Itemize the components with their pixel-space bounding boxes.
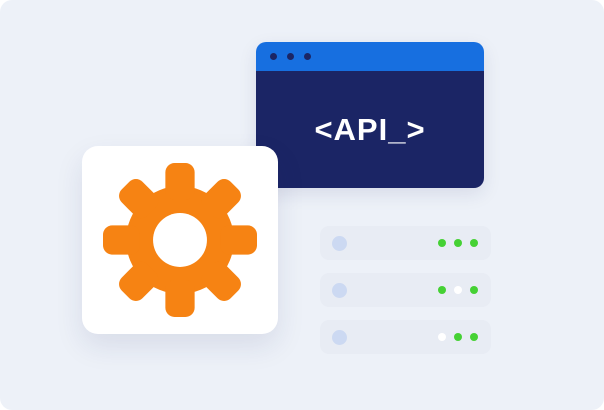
server-port-icon [332, 282, 347, 298]
led-green-icon [470, 333, 478, 341]
led-green-icon [454, 239, 462, 247]
server-port-icon [332, 329, 347, 345]
led-group [438, 286, 478, 294]
led-group [438, 333, 478, 341]
server-stack [320, 226, 491, 354]
led-group [438, 239, 478, 247]
led-green-icon [470, 239, 478, 247]
window-control-dot [270, 53, 277, 60]
gear-icon [103, 163, 257, 317]
led-white-icon [454, 286, 462, 294]
led-green-icon [454, 333, 462, 341]
api-title: <API_> [314, 111, 426, 147]
browser-body: <API_> [256, 71, 484, 188]
gear-card [82, 146, 278, 334]
led-green-icon [438, 286, 446, 294]
server-port-icon [332, 235, 347, 251]
browser-titlebar [256, 42, 484, 71]
server-row [320, 320, 491, 354]
led-green-icon [438, 239, 446, 247]
led-white-icon [438, 333, 446, 341]
browser-window: <API_> [256, 42, 484, 188]
window-control-dot [287, 53, 294, 60]
window-control-dot [304, 53, 311, 60]
led-green-icon [470, 286, 478, 294]
server-row [320, 273, 491, 307]
server-row [320, 226, 491, 260]
